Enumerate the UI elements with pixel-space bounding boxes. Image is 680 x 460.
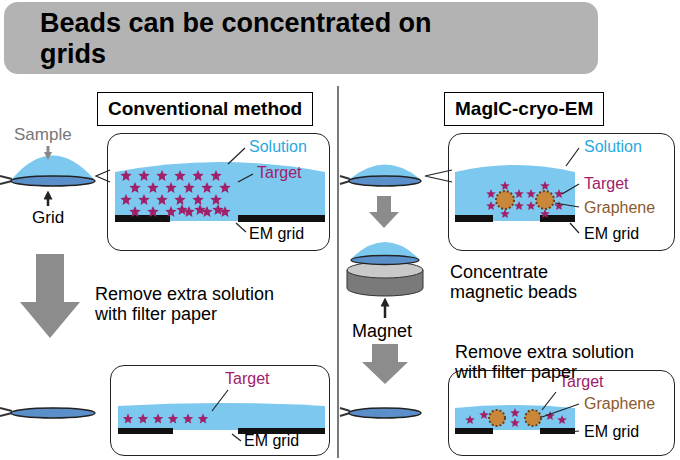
target-star bbox=[198, 414, 208, 424]
magnetic-bead bbox=[489, 191, 554, 426]
grid-bar bbox=[455, 428, 493, 434]
process-arrow bbox=[369, 196, 399, 228]
callout-label: Target bbox=[225, 370, 269, 388]
target-star bbox=[176, 204, 187, 215]
target-star bbox=[514, 189, 524, 198]
grid-with-drop bbox=[340, 165, 421, 187]
target-star bbox=[156, 170, 167, 181]
target-star bbox=[526, 201, 536, 210]
target-star bbox=[147, 206, 158, 217]
target-star bbox=[165, 182, 176, 193]
solution-film bbox=[455, 405, 575, 430]
callout-label: Solution bbox=[249, 138, 307, 156]
target-star bbox=[123, 414, 133, 424]
solution bbox=[455, 165, 575, 221]
target-star bbox=[120, 170, 131, 181]
magnet-label: Magnet bbox=[352, 321, 412, 341]
title: Beads can be concentrated on grids bbox=[40, 8, 440, 70]
target-star bbox=[138, 170, 149, 181]
magnet-arrow bbox=[384, 302, 387, 318]
process-arrow bbox=[362, 344, 408, 384]
target-star bbox=[129, 206, 140, 217]
target-star bbox=[192, 170, 203, 181]
solution-film bbox=[118, 403, 325, 430]
callout-label: Target bbox=[257, 164, 301, 182]
process-arrow bbox=[20, 254, 80, 338]
section-box: Conventional method bbox=[97, 92, 313, 126]
grid-blotted bbox=[0, 408, 95, 419]
target-star bbox=[540, 209, 550, 218]
magnet bbox=[347, 242, 423, 296]
step-note: Remove extra solution with filter paper bbox=[95, 284, 310, 324]
title-banner bbox=[4, 2, 598, 74]
callout-label: Target bbox=[584, 175, 628, 193]
step-note: Concentrate magnetic beads bbox=[450, 262, 600, 302]
target-star bbox=[138, 194, 149, 205]
target-star bbox=[510, 408, 520, 417]
target-star bbox=[174, 194, 185, 205]
grid-bar bbox=[455, 215, 493, 222]
step-note: Remove extra solution with filter paper bbox=[455, 342, 670, 382]
target-star bbox=[129, 182, 140, 193]
target-star bbox=[194, 204, 205, 215]
callout-label: Graphene bbox=[584, 199, 655, 217]
sample-arrow bbox=[47, 146, 50, 156]
target-star bbox=[510, 418, 520, 427]
callout-label: EM grid bbox=[249, 225, 304, 243]
grid-bar bbox=[540, 428, 575, 434]
target-star bbox=[514, 201, 524, 210]
target-star bbox=[165, 206, 176, 217]
target-star bbox=[192, 194, 203, 205]
grid-bar bbox=[118, 428, 173, 434]
section-box: MagIC-cryo-EM bbox=[444, 92, 604, 126]
target-star bbox=[183, 182, 194, 193]
grid-bar bbox=[238, 215, 325, 222]
target-star bbox=[212, 204, 223, 215]
target-star bbox=[210, 194, 221, 205]
target-star bbox=[526, 189, 536, 198]
grid-blotted bbox=[340, 408, 421, 418]
target-star bbox=[174, 170, 185, 181]
callout-inset: TargetGrapheneEM grid bbox=[448, 370, 675, 456]
solution bbox=[115, 162, 325, 221]
target-star bbox=[201, 182, 212, 193]
divider bbox=[337, 86, 338, 458]
grid-label: Grid bbox=[32, 208, 64, 227]
target-star bbox=[554, 201, 564, 210]
callout-label: Graphene bbox=[584, 395, 655, 413]
grid-arrow bbox=[47, 195, 50, 206]
target-star bbox=[486, 201, 496, 210]
target-star bbox=[219, 206, 230, 217]
target-star bbox=[540, 181, 550, 190]
target-star bbox=[183, 206, 194, 217]
callout-inset: SolutionTarget EM grid bbox=[107, 133, 330, 251]
target-star bbox=[156, 194, 167, 205]
target-star bbox=[147, 182, 158, 193]
target-star bbox=[479, 410, 489, 419]
callout-label: EM grid bbox=[584, 423, 639, 441]
grid-with-drop bbox=[0, 156, 95, 187]
section-title: Conventional method bbox=[108, 98, 302, 119]
target-star bbox=[120, 194, 131, 205]
target-star bbox=[168, 414, 178, 424]
callout-label: Solution bbox=[584, 138, 642, 156]
target-star bbox=[500, 181, 510, 190]
target-star bbox=[183, 414, 193, 424]
callout-label: EM grid bbox=[244, 432, 299, 450]
target-star bbox=[465, 415, 475, 424]
section-title: MagIC-cryo-EM bbox=[455, 98, 593, 119]
callout-label: EM grid bbox=[584, 225, 639, 243]
target-star bbox=[219, 182, 230, 193]
target-star bbox=[153, 414, 163, 424]
target-star bbox=[486, 189, 496, 198]
callout-inset: Target EM grid bbox=[110, 365, 330, 456]
target-star bbox=[138, 414, 148, 424]
target-star bbox=[210, 170, 221, 181]
grid-bar bbox=[115, 215, 170, 222]
target-star bbox=[201, 206, 212, 217]
target-star bbox=[557, 415, 567, 424]
sample-label: Sample bbox=[14, 125, 72, 144]
callout-inset: SolutionTargetGraphene EM grid bbox=[448, 133, 675, 251]
target-star bbox=[500, 209, 510, 218]
